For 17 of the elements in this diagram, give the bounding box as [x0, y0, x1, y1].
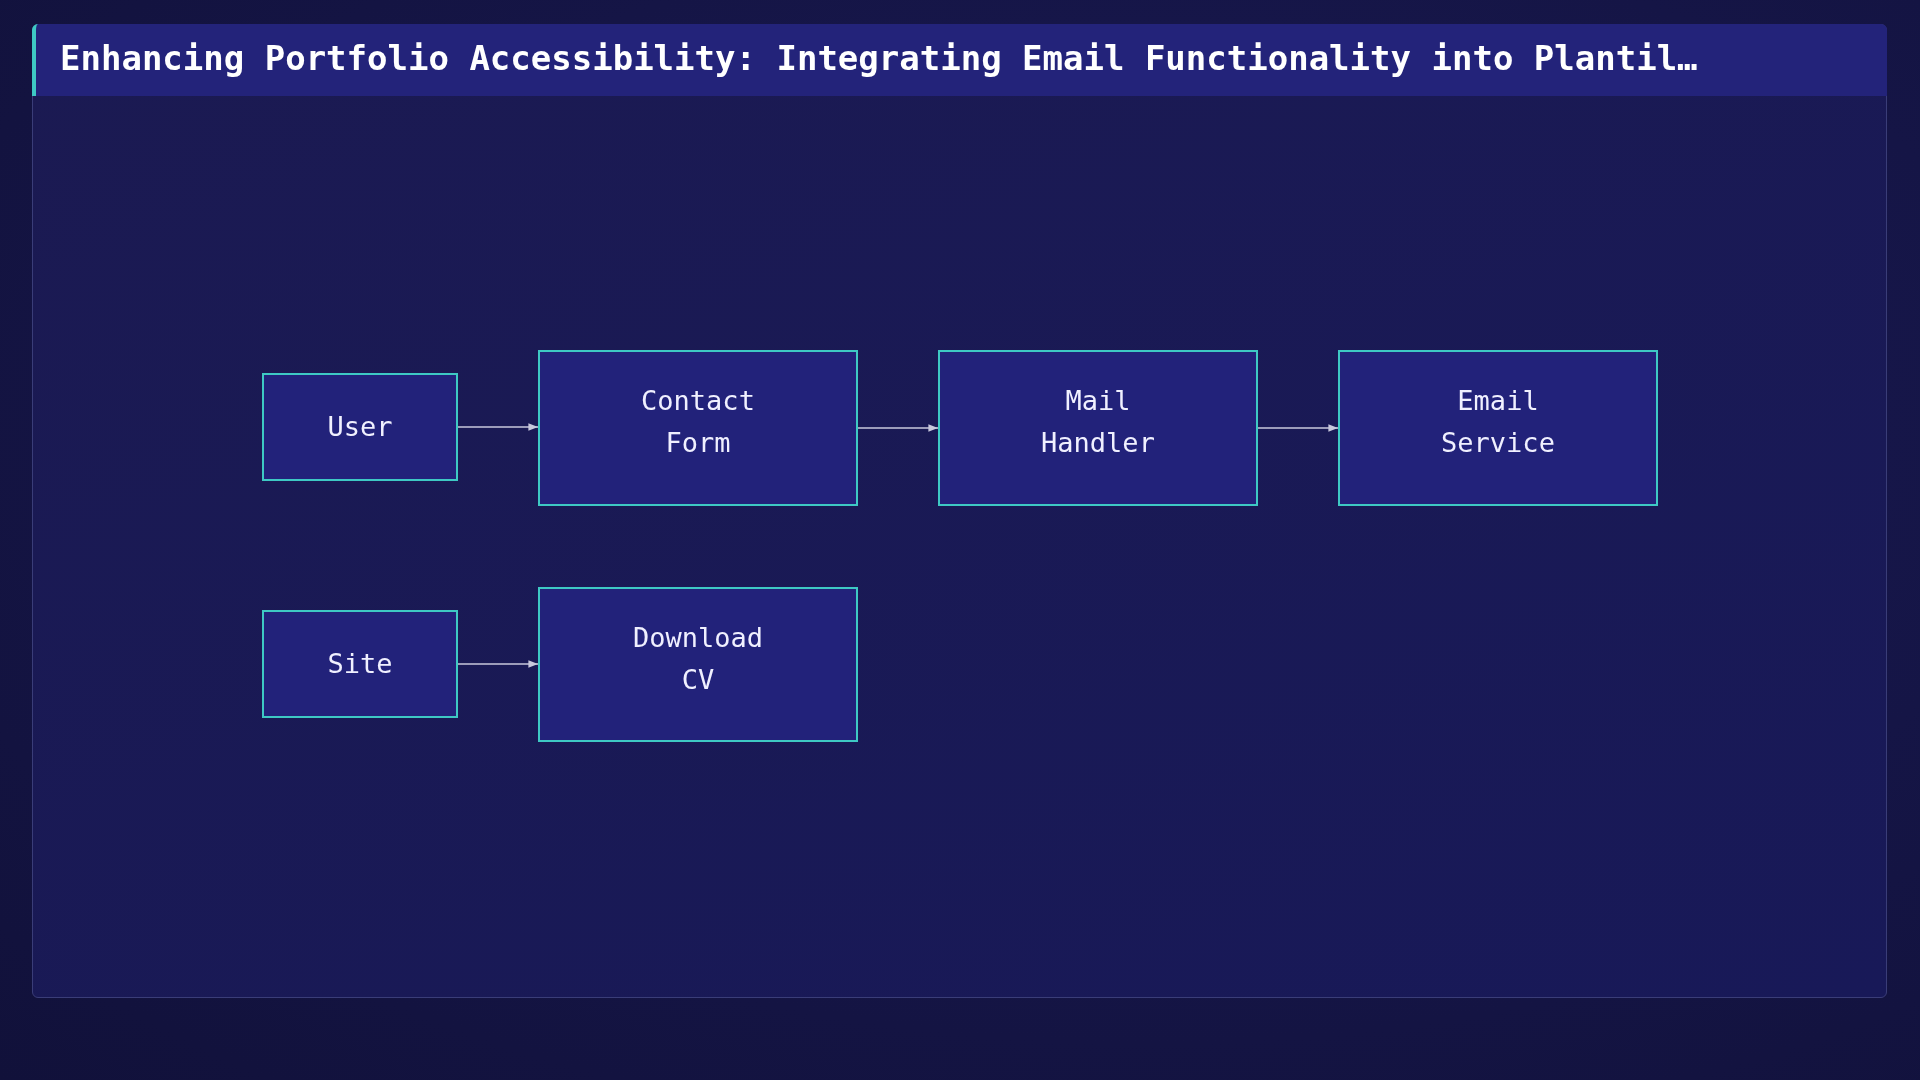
process-box — [262, 373, 458, 481]
arrow — [1257, 424, 1339, 432]
arrow — [857, 424, 939, 432]
process-box — [538, 587, 858, 742]
node-label: Site — [327, 647, 393, 681]
arrow — [457, 660, 539, 668]
node-label: Download CV — [631, 621, 764, 697]
node-label: Mail Handler — [1040, 384, 1156, 460]
process-box — [262, 610, 458, 718]
node-label: Contact Form — [640, 384, 756, 460]
node-label: User — [327, 410, 393, 444]
process-box — [538, 350, 858, 506]
node-label: Email Service — [1440, 384, 1556, 460]
arrow — [457, 423, 539, 431]
process-box — [1338, 350, 1658, 506]
title: Enhancing Portfolio Accessibility: Integrating Email Functionality into Plantil… — [60, 38, 1698, 78]
process-box — [938, 350, 1258, 506]
